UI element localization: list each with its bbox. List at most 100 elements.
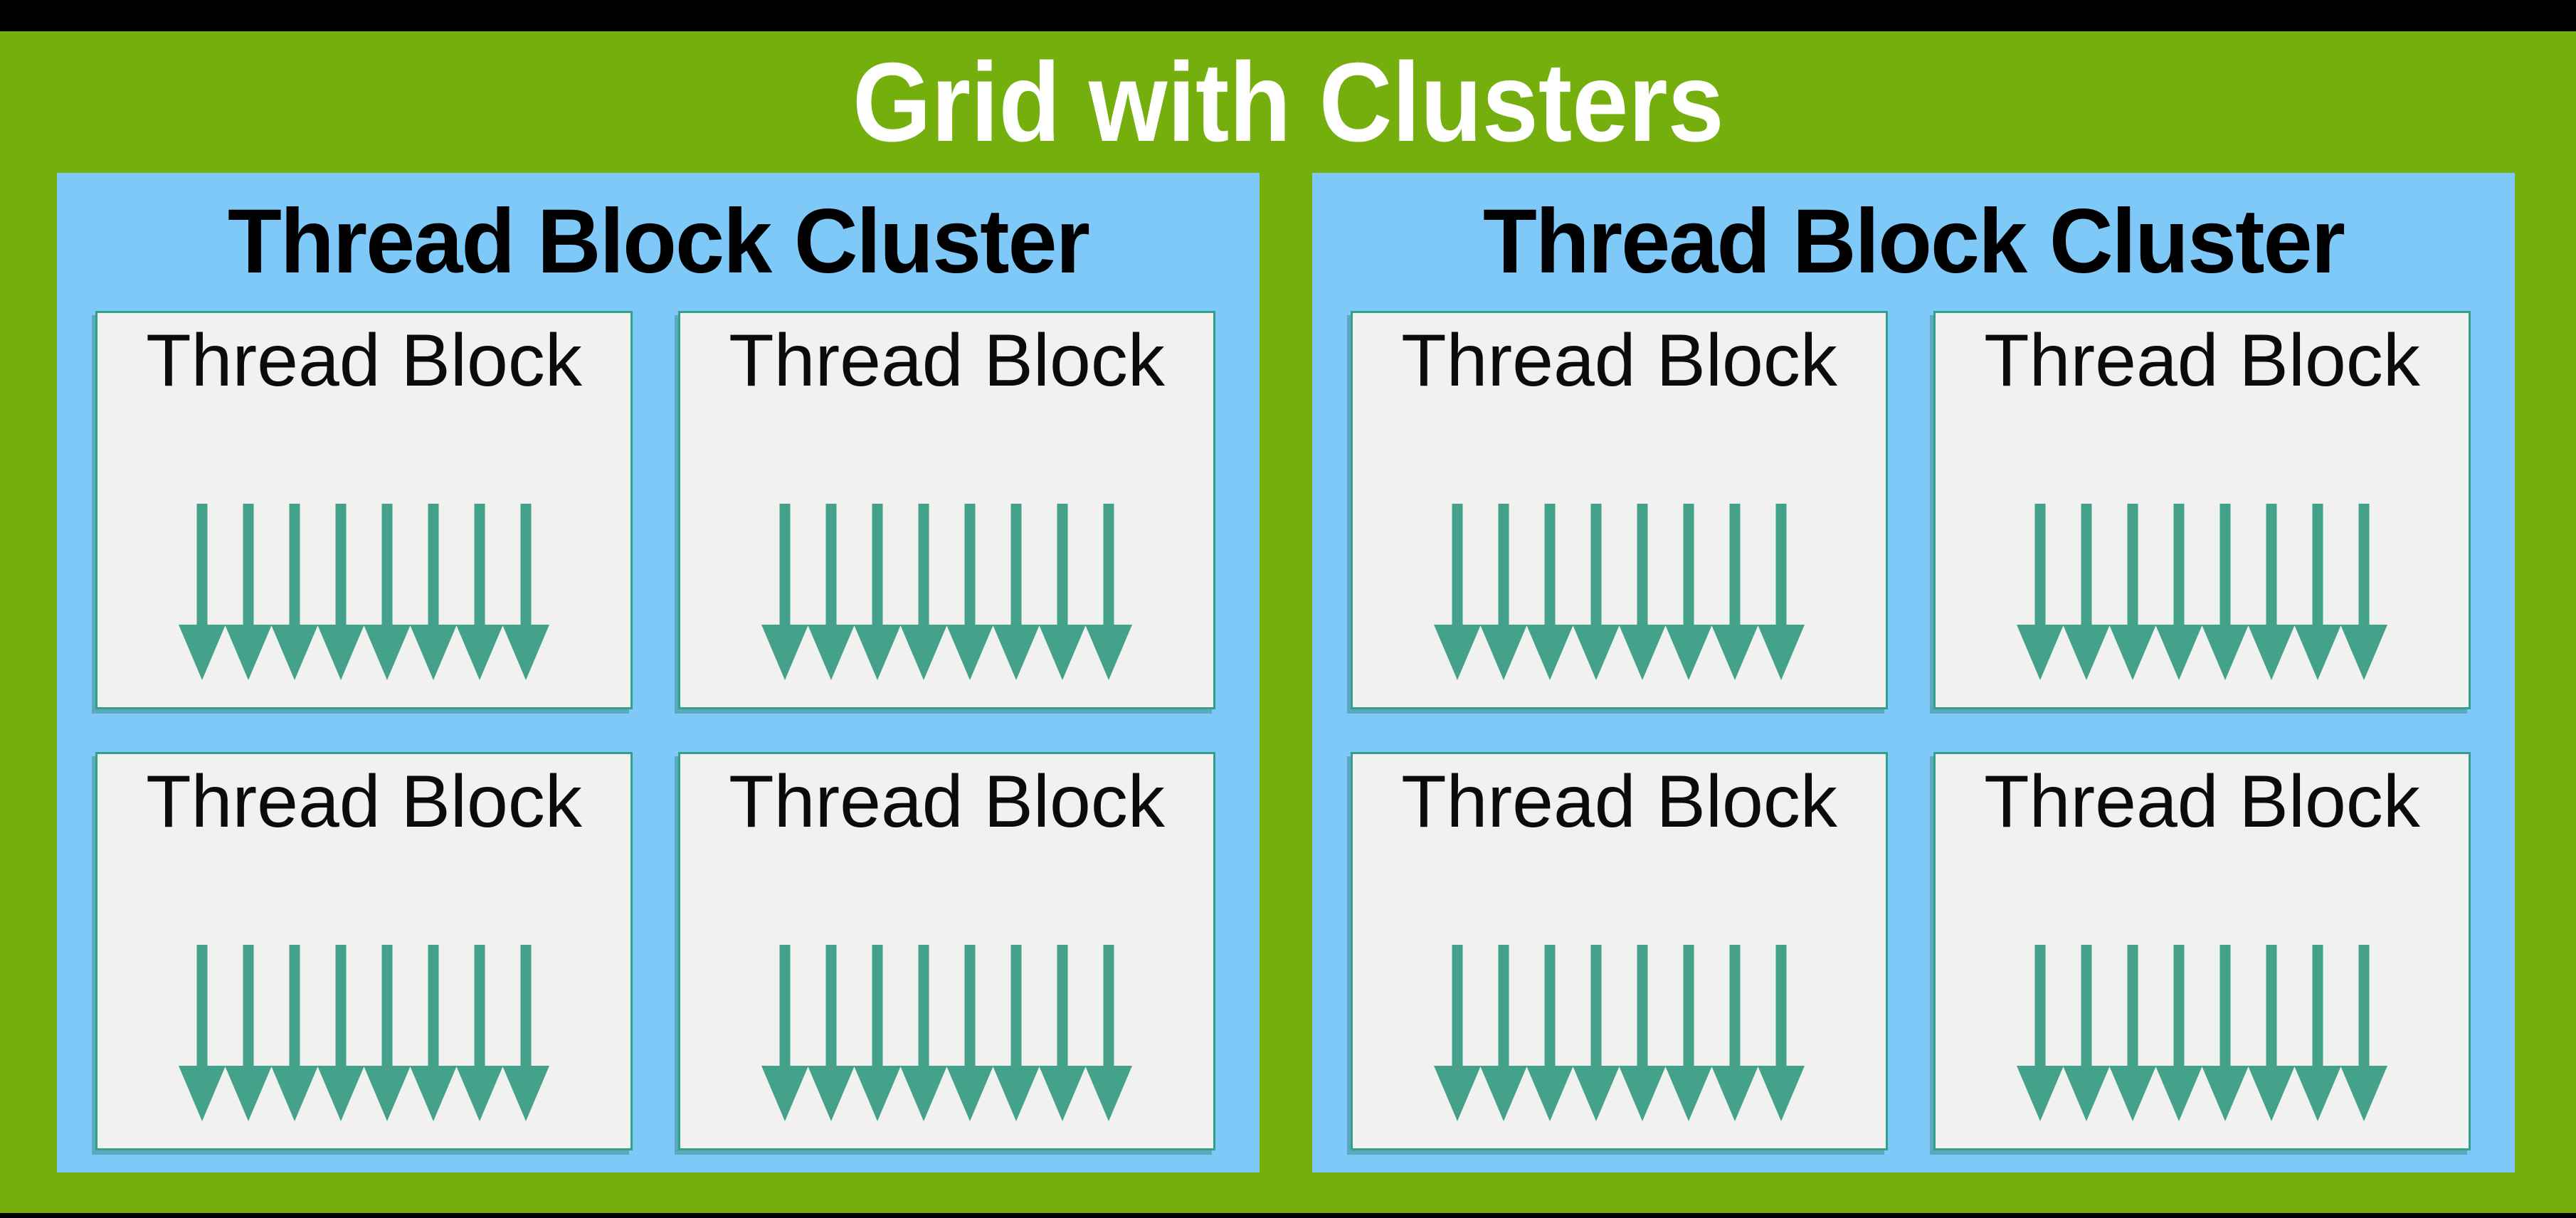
arrow-head: [1711, 1066, 1758, 1121]
arrow-shaft: [1637, 504, 1648, 626]
thread-down-arrow-icon: [1434, 945, 1481, 1121]
thread-down-arrow-icon: [993, 945, 1040, 1121]
thread-down-arrow-icon: [761, 945, 808, 1121]
thread-block-label: Thread Block: [146, 761, 582, 843]
thread-down-arrow-icon: [2017, 945, 2064, 1121]
thread-down-arrow-icon: [2340, 945, 2387, 1121]
arrow-shaft: [335, 945, 347, 1067]
thread-block-label: Thread Block: [1401, 761, 1837, 843]
arrow-shaft: [872, 504, 883, 626]
arrow-shaft: [779, 945, 791, 1067]
arrow-head: [1665, 625, 1712, 680]
thread-down-arrow-icon: [1434, 504, 1481, 680]
thread-down-arrow-icon: [808, 504, 855, 680]
thread-down-arrow-icon: [1085, 945, 1132, 1121]
thread-down-arrow-icon: [1619, 945, 1666, 1121]
arrow-shaft: [2081, 504, 2092, 626]
arrow-shaft: [1775, 945, 1787, 1067]
arrow-shaft: [1057, 504, 1068, 626]
thread-down-arrow-icon: [1665, 945, 1712, 1121]
arrow-head: [854, 625, 901, 680]
arrow-shaft: [1683, 504, 1694, 626]
arrow-head: [1758, 625, 1805, 680]
thread-down-arrow-icon: [2109, 945, 2156, 1121]
thread-block: Thread Block: [95, 752, 633, 1150]
arrow-shaft: [1498, 945, 1509, 1067]
thread-down-arrow-icon: [2109, 504, 2156, 680]
arrow-shaft: [2127, 504, 2138, 626]
arrow-shaft: [243, 945, 254, 1067]
arrow-shaft: [2034, 945, 2046, 1067]
thread-down-arrow-icon: [854, 945, 901, 1121]
thread-down-arrow-icon: [946, 504, 993, 680]
arrow-head: [900, 1066, 947, 1121]
page-title: Grid with Clusters: [852, 39, 1724, 165]
arrow-shaft: [1452, 945, 1463, 1067]
thread-down-arrow-icon: [2202, 504, 2249, 680]
arrow-head: [1434, 1066, 1481, 1121]
arrow-shaft: [289, 504, 300, 626]
arrow-shaft: [825, 945, 837, 1067]
arrow-shaft: [2312, 504, 2323, 626]
thread-arrows-group: [680, 945, 1213, 1121]
thread-down-arrow-icon: [1526, 504, 1573, 680]
thread-block: Thread Block: [1351, 311, 1888, 709]
arrow-head: [946, 625, 993, 680]
arrow-head: [179, 625, 226, 680]
arrow-head: [2063, 625, 2110, 680]
arrow-shaft: [289, 945, 300, 1067]
arrow-head: [2248, 1066, 2295, 1121]
arrow-shaft: [2266, 504, 2277, 626]
arrow-head: [1573, 625, 1620, 680]
arrow-shaft: [1729, 945, 1741, 1067]
thread-block: Thread Block: [678, 311, 1215, 709]
thread-block: Thread Block: [95, 311, 633, 709]
thread-down-arrow-icon: [2155, 945, 2202, 1121]
thread-down-arrow-icon: [179, 945, 226, 1121]
thread-down-arrow-icon: [271, 504, 318, 680]
thread-block: Thread Block: [678, 752, 1215, 1150]
arrow-shaft: [474, 945, 485, 1067]
thread-down-arrow-icon: [946, 945, 993, 1121]
cluster-heading: Thread Block Cluster: [227, 191, 1090, 292]
arrow-shaft: [779, 504, 791, 626]
arrow-head: [456, 625, 503, 680]
thread-block-label: Thread Block: [1401, 319, 1837, 402]
arrow-shaft: [1010, 504, 1022, 626]
arrow-head: [456, 1066, 503, 1121]
arrow-head: [225, 1066, 272, 1121]
arrow-head: [2063, 1066, 2110, 1121]
thread-block-label: Thread Block: [1984, 761, 2420, 843]
arrow-head: [2294, 625, 2341, 680]
thread-down-arrow-icon: [410, 945, 457, 1121]
arrow-head: [854, 1066, 901, 1121]
arrow-shaft: [2081, 945, 2092, 1067]
arrow-shaft: [520, 945, 532, 1067]
thread-down-arrow-icon: [2294, 945, 2341, 1121]
arrow-shaft: [1103, 504, 1114, 626]
arrow-head: [1480, 625, 1527, 680]
thread-down-arrow-icon: [410, 504, 457, 680]
thread-down-arrow-icon: [2248, 504, 2295, 680]
arrow-head: [1619, 625, 1666, 680]
arrow-head: [1480, 1066, 1527, 1121]
thread-down-arrow-icon: [2202, 945, 2249, 1121]
arrow-shaft: [381, 945, 393, 1067]
arrow-head: [225, 625, 272, 680]
arrow-head: [179, 1066, 226, 1121]
arrow-shaft: [1452, 504, 1463, 626]
thread-down-arrow-icon: [364, 945, 411, 1121]
thread-block-label: Thread Block: [1984, 319, 2420, 402]
thread-down-arrow-icon: [179, 504, 226, 680]
thread-down-arrow-icon: [2017, 504, 2064, 680]
arrow-shaft: [1544, 945, 1556, 1067]
arrow-shaft: [1590, 504, 1602, 626]
arrow-head: [2202, 1066, 2249, 1121]
thread-block-label: Thread Block: [729, 761, 1165, 843]
arrow-head: [2248, 625, 2295, 680]
arrow-head: [1711, 625, 1758, 680]
arrow-shaft: [1544, 504, 1556, 626]
